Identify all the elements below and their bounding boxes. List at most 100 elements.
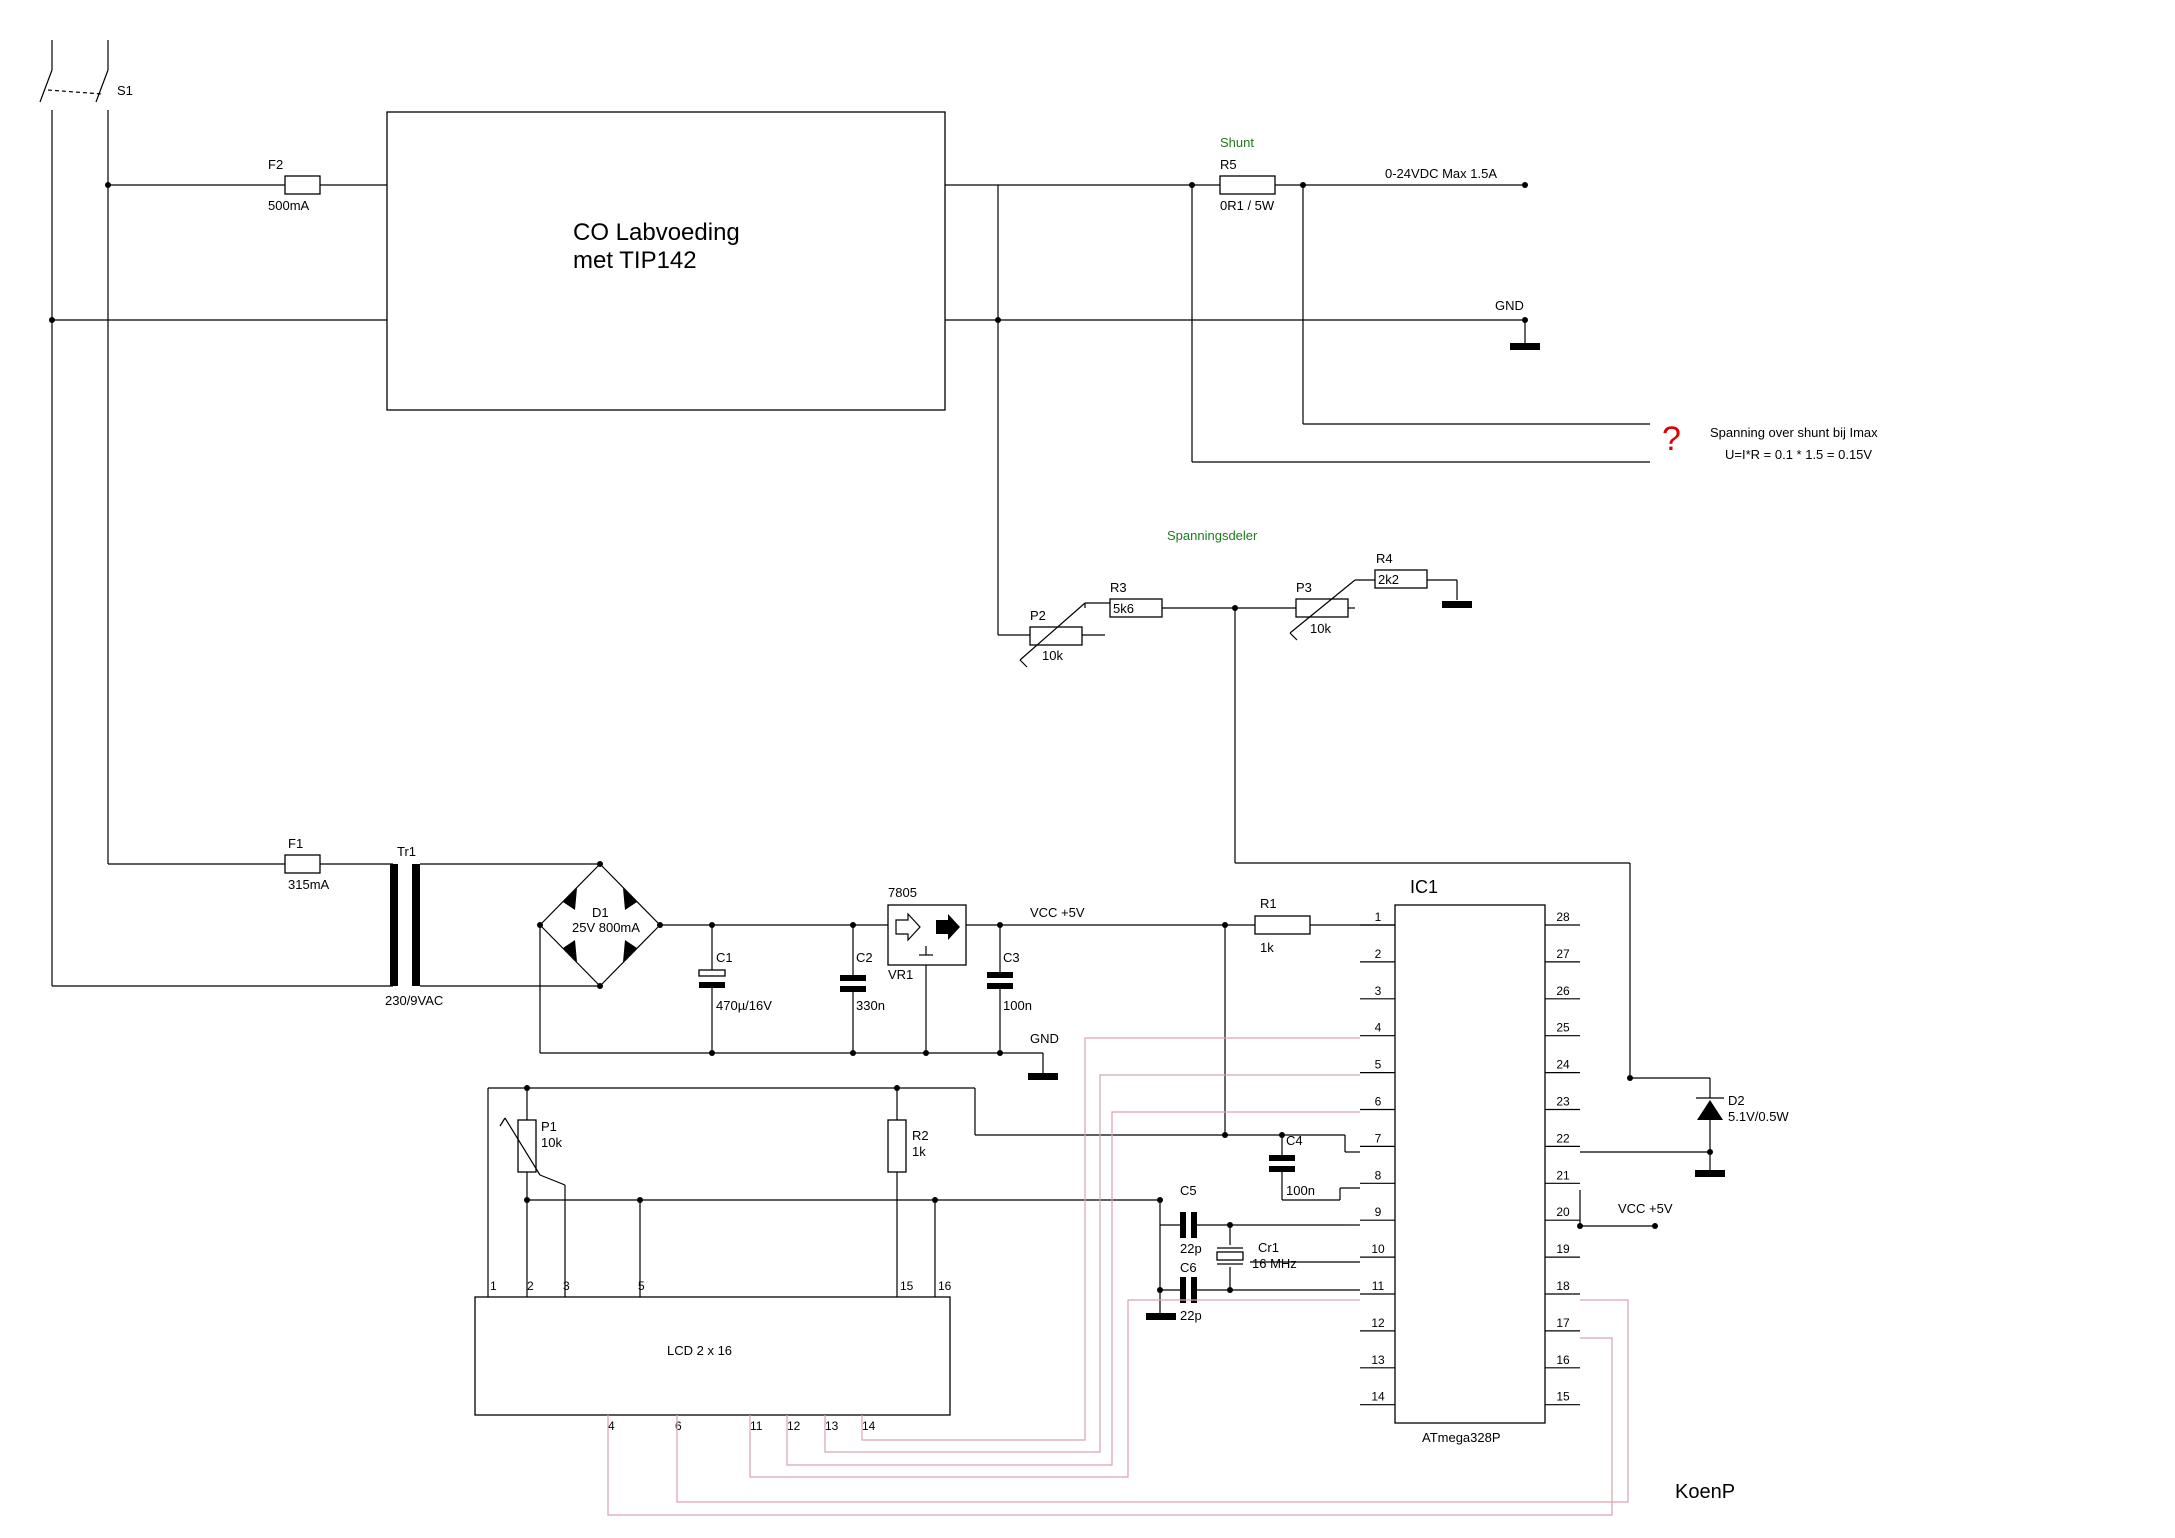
ic-pin-26: 26 — [1556, 984, 1570, 998]
ic-pin-11: 11 — [1372, 1279, 1385, 1293]
lcd-pin-11: 11 — [750, 1419, 763, 1433]
author-label: KoenP — [1675, 1481, 1735, 1503]
transformer-tr1: Tr1 230/9VAC — [385, 844, 600, 1008]
lcd-pin-15: 15 — [900, 1279, 914, 1293]
resistor-r1: R1 1k — [1254, 896, 1311, 955]
gnd-mid-label: GND — [1030, 1031, 1059, 1046]
p2-label: P2 — [1030, 608, 1046, 623]
c2-value: 330n — [856, 998, 885, 1013]
ic-pin-19: 19 — [1556, 1242, 1570, 1256]
f1-label: F1 — [288, 836, 303, 851]
vcc-label-1: VCC +5V — [1030, 905, 1085, 920]
lcd-pin-4: 4 — [608, 1419, 615, 1433]
c6-label: C6 — [1180, 1260, 1197, 1275]
capacitor-c6: C6 22p — [1160, 1260, 1230, 1323]
c4-value: 100n — [1286, 1183, 1315, 1198]
lcd-pin-1: 1 — [490, 1279, 497, 1293]
block-title-line2: met TIP142 — [573, 247, 697, 274]
p1-label: P1 — [541, 1119, 557, 1134]
c3-value: 100n — [1003, 998, 1032, 1013]
u7805-label: 7805 — [888, 885, 917, 900]
shunt-note-line2: U=I*R = 0.1 * 1.5 = 0.15V — [1725, 447, 1872, 462]
output-label: 0-24VDC Max 1.5A — [1385, 166, 1497, 181]
ic-pin-6: 6 — [1375, 1095, 1382, 1109]
regulator-vr1: 7805 VR1 — [887, 885, 967, 982]
r2-value: 1k — [912, 1144, 926, 1159]
capacitor-c2: C2 330n — [840, 922, 885, 1056]
capacitor-c1: C1 470µ/16V — [698, 922, 772, 1056]
ground-symbol — [1510, 343, 1540, 350]
ic-pin-3: 3 — [1375, 984, 1382, 998]
r5-label: R5 — [1220, 157, 1237, 172]
gnd-top-label: GND — [1495, 298, 1524, 313]
divider-label: Spanningsdeler — [1167, 528, 1258, 543]
ic-pin-18: 18 — [1556, 1279, 1570, 1293]
trimmer-p3: P3 10k — [1289, 579, 1356, 641]
ic-pin-23: 23 — [1556, 1095, 1570, 1109]
c4-label: C4 — [1286, 1133, 1303, 1148]
resistor-r3: R3 5k6 — [1109, 580, 1163, 618]
p1-value: 10k — [541, 1135, 562, 1150]
p3-value: 10k — [1310, 621, 1331, 636]
ic-pin-20: 20 — [1556, 1205, 1570, 1219]
ic-pin-9: 9 — [1375, 1205, 1382, 1219]
ground-symbol-divider — [1442, 601, 1472, 608]
lcd-data-wires — [607, 1037, 1629, 1516]
ic-pin-1: 1 — [1375, 910, 1382, 924]
ground-symbol-psu — [1028, 1073, 1058, 1080]
switch-s1: S1 — [39, 40, 133, 320]
ic1-label: IC1 — [1410, 877, 1438, 897]
d1-value: 25V 800mA — [572, 920, 640, 935]
lcd-2x16: LCD 2 x 16 1 2 3 5 15 16 4 6 11 12 13 14 — [474, 1279, 952, 1433]
ic-pin-5: 5 — [1375, 1058, 1382, 1072]
c5-label: C5 — [1180, 1183, 1197, 1198]
ic-pin-8: 8 — [1375, 1168, 1382, 1182]
vr1-label: VR1 — [888, 967, 913, 982]
ic-pin-10: 10 — [1371, 1242, 1385, 1256]
c3-label: C3 — [1003, 950, 1020, 965]
bridge-rectifier-d1: D1 25V 800mA — [537, 861, 663, 989]
crystal-cr1: Cr1 16 MHz — [1216, 1222, 1297, 1293]
block-title-line1: CO Labvoeding — [573, 219, 740, 246]
ic-pin-4: 4 — [1375, 1021, 1382, 1035]
ic-pin-14: 14 — [1371, 1390, 1385, 1404]
shunt-resistor-r5: Shunt R5 0R1 / 5W — [1219, 135, 1276, 213]
ic1-name: ATmega328P — [1422, 1430, 1501, 1445]
trimmer-p2: P2 10k — [1019, 602, 1110, 668]
lcd-pin-16: 16 — [938, 1279, 952, 1293]
ic-pin-24: 24 — [1556, 1058, 1570, 1072]
shunt-label: Shunt — [1220, 135, 1254, 150]
ic-pin-22: 22 — [1556, 1131, 1570, 1145]
ic-pin-25: 25 — [1556, 1021, 1570, 1035]
resistor-r2: R2 1k — [887, 1088, 929, 1297]
ground-symbol-d2 — [1695, 1170, 1725, 1177]
s1-label: S1 — [117, 83, 133, 98]
zener-diode-d2: D2 5.1V/0.5W — [1696, 1078, 1789, 1170]
lcd-pin-3: 3 — [563, 1279, 570, 1293]
tr1-value: 230/9VAC — [385, 993, 443, 1008]
tr1-label: Tr1 — [397, 844, 416, 859]
r4-value: 2k2 — [1378, 572, 1399, 587]
ic-pin-17: 17 — [1556, 1316, 1570, 1330]
fuse-f1: F1 315mA — [284, 836, 330, 892]
capacitor-c5: C5 22p — [1160, 1183, 1230, 1256]
f2-label: F2 — [268, 157, 283, 172]
shunt-note-line1: Spanning over shunt bij Imax — [1710, 425, 1878, 440]
ic-pin-7: 7 — [1375, 1131, 1382, 1145]
lcd-pin-12: 12 — [787, 1419, 801, 1433]
r1-value: 1k — [1260, 940, 1274, 955]
c1-label: C1 — [716, 950, 733, 965]
d2-label: D2 — [1728, 1093, 1745, 1108]
lab-supply-block: CO Labvoeding met TIP142 — [386, 111, 946, 411]
lcd-pin-13: 13 — [825, 1419, 839, 1433]
c5-value: 22p — [1180, 1241, 1202, 1256]
question-mark: ? — [1662, 420, 1681, 458]
ic-pin-16: 16 — [1556, 1353, 1570, 1367]
capacitor-c3: C3 100n — [987, 922, 1032, 1056]
vcc-label-2: VCC +5V — [1618, 1201, 1673, 1216]
p3-label: P3 — [1296, 580, 1312, 595]
f1-value: 315mA — [288, 877, 330, 892]
lcd-label: LCD 2 x 16 — [667, 1343, 732, 1358]
